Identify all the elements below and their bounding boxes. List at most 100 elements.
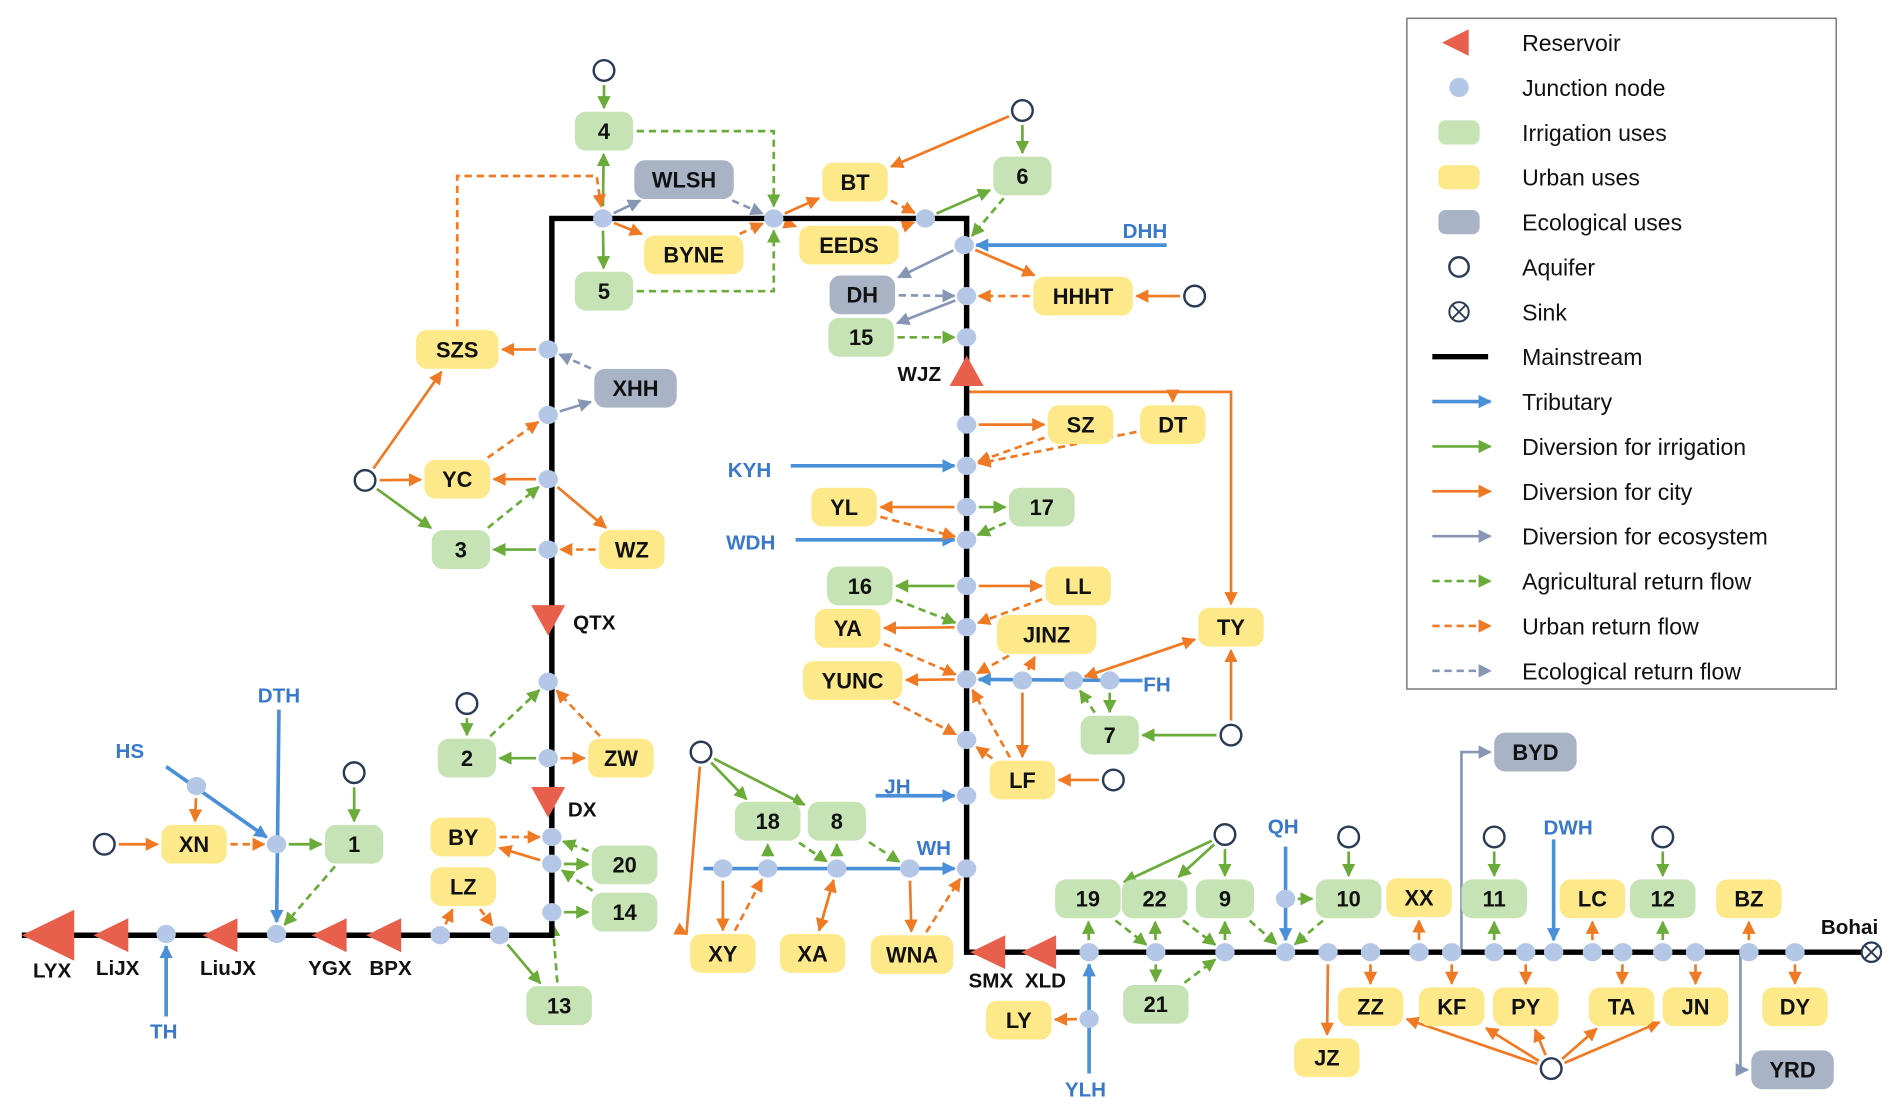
ecological-use-node: YRD bbox=[1751, 1050, 1834, 1090]
irrigation-use-node: 17 bbox=[1009, 487, 1075, 527]
flow-ar bbox=[1293, 919, 1324, 946]
ecological-use-node: XHH bbox=[594, 368, 677, 408]
legend-item: Irrigation uses bbox=[1438, 120, 1667, 146]
urban-use-node: LL bbox=[1045, 566, 1111, 606]
junction-node bbox=[713, 859, 733, 878]
node-label: LL bbox=[1065, 574, 1092, 599]
irrigation-use-node: 15 bbox=[828, 317, 894, 357]
node-label: TY bbox=[1217, 615, 1245, 640]
junction-node bbox=[956, 530, 977, 549]
urban-use-node: XA bbox=[779, 934, 846, 973]
sink-label: Bohai bbox=[1821, 916, 1878, 939]
reservoir-label: YGX bbox=[308, 957, 352, 980]
reservoir-label: WJZ bbox=[898, 363, 942, 386]
junction-node bbox=[1409, 943, 1429, 962]
irrigation-use-node: 5 bbox=[574, 271, 634, 311]
reservoir-label: LiuJX bbox=[200, 957, 256, 980]
irrigation-use-node: 10 bbox=[1315, 879, 1382, 919]
flow-uf bbox=[739, 222, 764, 236]
junction-node bbox=[489, 926, 510, 945]
urban-use-node: XN bbox=[161, 824, 227, 864]
urban-use-node: SZS bbox=[415, 330, 499, 369]
flow-uf bbox=[883, 642, 957, 676]
node-label: LY bbox=[1006, 1008, 1032, 1033]
irrigation-use-node: 7 bbox=[1080, 715, 1139, 755]
flow-ur bbox=[1561, 1027, 1598, 1061]
ecological-use-node: WLSH bbox=[634, 160, 734, 200]
reservoir-icon bbox=[949, 355, 984, 387]
tributary-label: WH bbox=[917, 837, 951, 860]
ecological-icon bbox=[1438, 209, 1480, 235]
flow-ar bbox=[868, 840, 901, 864]
irrigation-use-node: 22 bbox=[1121, 879, 1188, 919]
reservoir-label: XLD bbox=[1025, 969, 1066, 992]
flow-uf bbox=[455, 174, 606, 327]
flow-ur bbox=[1405, 1016, 1538, 1066]
node-label: 3 bbox=[455, 537, 467, 562]
aquifer-icon bbox=[1183, 284, 1207, 308]
aquifer-icon bbox=[1337, 825, 1361, 849]
node-label: 11 bbox=[1483, 887, 1506, 912]
node-label: 21 bbox=[1144, 992, 1168, 1017]
legend-item: Agricultural return flow bbox=[1432, 569, 1752, 595]
flow-ur bbox=[974, 248, 1036, 277]
junction-node bbox=[1318, 943, 1338, 962]
junction-node bbox=[542, 827, 562, 847]
flow-ef bbox=[558, 353, 592, 370]
flow-uf bbox=[892, 700, 958, 736]
urban-use-node: JINZ bbox=[996, 615, 1097, 654]
flow-ar bbox=[1248, 919, 1278, 946]
urban-use-node: BZ bbox=[1716, 879, 1782, 919]
legend-label: Sink bbox=[1522, 299, 1567, 325]
legend-item: Tributary bbox=[1432, 389, 1613, 415]
node-label: JZ bbox=[1314, 1046, 1339, 1071]
urban-use-node: TY bbox=[1198, 607, 1264, 647]
legend-label: Irrigation uses bbox=[1522, 120, 1667, 146]
junction-node bbox=[538, 340, 558, 359]
tributary-label: FH bbox=[1143, 673, 1170, 696]
flow-ur bbox=[882, 621, 955, 635]
aquifer-icon bbox=[689, 740, 713, 764]
node-label: YL bbox=[830, 495, 858, 520]
irrigation-use-node: 8 bbox=[807, 801, 866, 841]
node-label: 12 bbox=[1651, 887, 1675, 912]
irrigation-use-node: 20 bbox=[591, 845, 658, 885]
urban-use-node: BT bbox=[822, 162, 888, 202]
node-label: SZS bbox=[436, 337, 478, 362]
urban-icon bbox=[1438, 165, 1480, 190]
legend-item: Sink bbox=[1448, 299, 1567, 325]
urban-use-node: LF bbox=[989, 760, 1056, 800]
aquifer-icon bbox=[592, 58, 616, 82]
aquifer-icon bbox=[1101, 768, 1125, 792]
junction-node bbox=[1360, 943, 1381, 962]
node-label: YA bbox=[834, 616, 863, 641]
flow-uf bbox=[478, 908, 494, 927]
junction-node bbox=[1275, 943, 1296, 962]
junction-node bbox=[956, 786, 977, 805]
urban-use-node: JZ bbox=[1294, 1038, 1360, 1078]
flow-ur bbox=[372, 370, 443, 470]
urban-use-node: TA bbox=[1588, 987, 1655, 1027]
urban-use-node: LC bbox=[1559, 879, 1626, 919]
node-label: PY bbox=[1511, 995, 1541, 1020]
node-label: WZ bbox=[615, 537, 649, 562]
aquifer-icon bbox=[1219, 723, 1243, 747]
junction-node bbox=[1100, 671, 1120, 690]
tributary-label: WDH bbox=[726, 532, 775, 555]
flow-ar bbox=[486, 485, 540, 529]
tributary-label: DWH bbox=[1544, 817, 1593, 840]
node-label: 6 bbox=[1016, 164, 1028, 189]
flow-ec bbox=[613, 199, 642, 215]
flow-ur bbox=[379, 473, 423, 487]
urban-use-node: YC bbox=[424, 459, 490, 499]
junction-node bbox=[956, 576, 977, 596]
flow-ar bbox=[560, 869, 594, 892]
flow-ur bbox=[1533, 1028, 1547, 1056]
flow-ar bbox=[1114, 919, 1148, 946]
flow-ef bbox=[731, 199, 764, 215]
junction-node bbox=[915, 209, 936, 228]
legend-label: Reservoir bbox=[1522, 30, 1621, 56]
flow-ur bbox=[782, 215, 798, 229]
aquifer-icon bbox=[1651, 825, 1675, 849]
